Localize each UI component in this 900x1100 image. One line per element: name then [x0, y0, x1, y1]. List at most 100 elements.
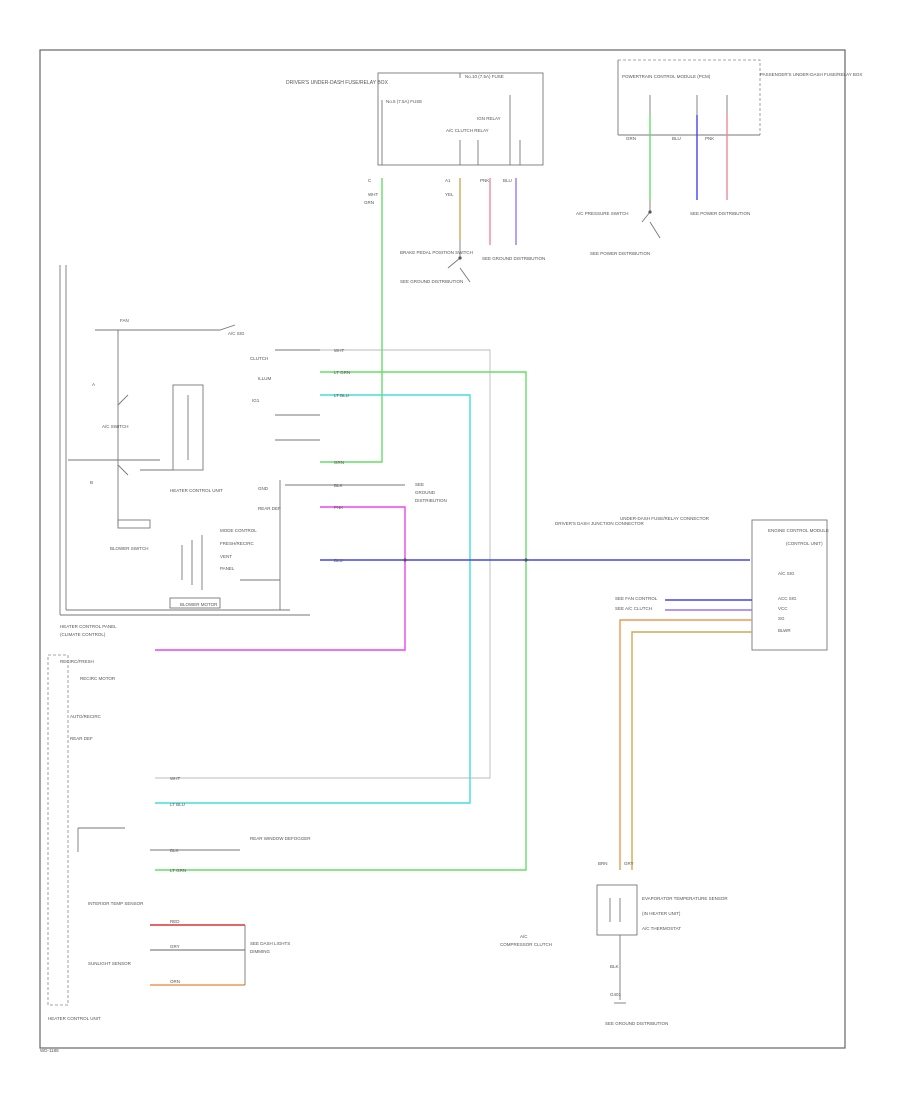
label-b: B: [90, 480, 93, 485]
relay-sub-label: IGN RELAY: [477, 116, 501, 121]
ac-pressure-see-label: SEE POWER DISTRIBUTION: [590, 251, 650, 256]
dash-lights-label: SEE DASH LIGHTS: [250, 941, 290, 946]
brake-switch-label: BRAKE PEDAL POSITION SWITCH: [400, 250, 473, 255]
rear-def-label: REAR DEF: [70, 736, 93, 741]
top-right-ref: SEE POWER DISTRIBUTION: [690, 211, 750, 216]
lower-left-group: RECIRC/FRESH RECIRC MOTOR AUTO/RECIRC RE…: [47, 654, 311, 1021]
fuse-relay-box-label: DRIVER'S UNDER-DASH FUSE/RELAY BOX: [286, 80, 389, 86]
wire-blu-a: BLU: [334, 558, 343, 563]
pin-illum: ILLUM: [258, 376, 272, 381]
wire-cyan-main: [155, 394, 471, 804]
panel-label: PANEL: [220, 566, 235, 571]
ref-ac-clutch: SEE A/C CLUTCH: [615, 606, 652, 611]
wire-blk-a: BLK: [334, 483, 343, 488]
wire-brn-label: BRN: [598, 861, 608, 866]
pcm-label: POWERTRAIN CONTROL MODULE (PCM): [622, 74, 711, 79]
fresh-label: FRESH/RECIRC: [220, 541, 255, 546]
evap-sensor-sub: (IN HEATER UNIT): [642, 911, 681, 916]
wire-green-main: [155, 371, 527, 871]
top-center-group: DRIVER'S UNDER-DASH FUSE/RELAY BOX No.5 …: [286, 72, 545, 284]
wire-pnk-a: PNK: [334, 505, 343, 510]
ecm-pin-4: SG: [778, 616, 785, 621]
ac-switch-label: A/C SWITCH: [102, 424, 129, 429]
mid-see-bot: DISTRIBUTION: [415, 498, 447, 503]
jc2-label: UNDER-DASH FUSE/RELAY CONNECTOR: [620, 516, 710, 521]
wire-gry-lower-label: GRY: [170, 944, 180, 949]
fuse-relay-box: [377, 72, 544, 166]
lower-left-header: HEATER CONTROL UNIT: [48, 1016, 101, 1021]
left-ac-sig: A/C SIG: [228, 331, 245, 336]
ecm-pin-1: A/C SIG: [778, 571, 795, 576]
pin-a1-label: A1: [445, 178, 451, 183]
ecm-sub-label: (CONTROL UNIT): [786, 541, 823, 546]
ecm-pin-5: BLWR: [778, 628, 791, 633]
left-top-label: FAN: [120, 318, 129, 323]
ac-pressure-switch-label: A/C PRESSURE SWITCH: [576, 211, 629, 216]
ac-caption: A/C: [520, 934, 528, 939]
ac-caption-2: COMPRESSOR CLUTCH: [500, 942, 552, 947]
jc1-label: DRIVER'S DASH JUNCTION CONNECTOR: [555, 521, 645, 526]
lower-left-frame: [47, 654, 69, 1006]
wire-yel-top: YEL: [445, 192, 454, 197]
wire-green-from-top: [320, 178, 383, 463]
mode-label: MODE CONTROL: [220, 528, 257, 533]
top-center-ref-a: SEE GROUND DISTRIBUTION: [482, 256, 545, 261]
ecm-box: [751, 519, 828, 651]
wire-blu-top: BLU: [503, 178, 512, 183]
left-unit-group: FAN A/C SIG A A/C SWITCH B HEATER CONTRO…: [59, 265, 310, 637]
vent-label: VENT: [220, 554, 232, 559]
wire-ltgrn-lower: LT GRN: [170, 868, 186, 873]
wire-blu-tr: BLU: [672, 136, 681, 141]
wire-gry-label: GRY: [624, 861, 634, 866]
ac-thermostat-label: A/C THERMOSTAT: [642, 926, 681, 931]
rear-defogger-label: REAR WINDOW DEFOGGER: [250, 836, 311, 841]
fuse-right-label: No.10 (7.5A) FUSE: [465, 74, 504, 79]
wire-wht-a: WHT: [334, 348, 344, 353]
wire-ltblu-a: LT BLU: [334, 393, 349, 398]
wire-orn-lower-label: ORN: [170, 979, 180, 984]
colored-wires: WHT LT GRN LT BLU GRN BLK SEE GROUND DIS…: [155, 178, 750, 871]
sunlight-sensor-label: SUNLIGHT SENSOR: [88, 961, 132, 966]
pin-closed: CLUTCH: [250, 356, 268, 361]
interior-temp-label: INTERIOR TEMP SENSOR: [88, 901, 144, 906]
ecm-pin-3: VCC: [778, 606, 788, 611]
blower-motor-label: BLOWER MOTOR: [180, 602, 218, 607]
wire-wht-lower: WHT: [170, 776, 180, 781]
wire-ltblu-lower: LT BLU: [170, 802, 185, 807]
ecm-label: ENGINE CONTROL MODULE: [768, 528, 829, 533]
lower-right-group: EVAPORATOR TEMPERATURE SENSOR (IN HEATER…: [500, 884, 728, 1026]
wire-grn-b: GRN: [334, 460, 344, 465]
label-a: A: [92, 382, 95, 387]
blower-rect: [117, 519, 151, 529]
recirc-fresh-label: RECIRC/FRESH: [60, 659, 94, 664]
fuse-left-label: No.5 (7.5A) FUSE: [386, 99, 422, 104]
evap-sensor-label: EVAPORATOR TEMPERATURE SENSOR: [642, 896, 728, 901]
page-code: WD-1188: [40, 1048, 59, 1053]
blower-motor-box: [169, 597, 221, 609]
wire-blk-lower: BLK: [170, 848, 179, 853]
wire-tan-main: [631, 631, 752, 870]
pin-gnd: GND: [258, 486, 269, 491]
wire-grn-top: GRN: [364, 200, 374, 205]
brake-see-label: SEE GROUND DISTRIBUTION: [400, 279, 463, 284]
pin-ign: IG1: [252, 398, 260, 403]
lower-right-ref: SEE GROUND DISTRIBUTION: [605, 1021, 668, 1026]
wire-orange-main: [619, 619, 752, 870]
wire-grn-tr: GRN: [626, 136, 636, 141]
top-right-group: POWERTRAIN CONTROL MODULE (PCM) PASSENGE…: [576, 59, 862, 256]
wire-pnk-top: PNK: [480, 178, 489, 183]
wire-pnk-tr: PNK: [705, 136, 714, 141]
evap-sensor-box: [596, 884, 638, 936]
pin-c-label: C: [368, 178, 372, 183]
blk-lower-right: BLK: [610, 964, 619, 969]
left-connectors: CLUTCH ILLUM IG1 GND REAR DEF: [250, 349, 320, 511]
wire-ltgrn-a: LT GRN: [334, 370, 350, 375]
diagram-frame: [39, 49, 846, 1049]
recirc-motor-label: RECIRC MOTOR: [80, 676, 116, 681]
pcm-sub-label: PASSENGER'S UNDER-DASH FUSE/RELAY BOX: [760, 72, 862, 77]
heater-control-header: HEATER CONTROL PANEL: [60, 624, 117, 629]
mid-see-mid: GROUND: [415, 490, 436, 495]
g401-label: G401: [610, 992, 622, 997]
auto-recirc-label: AUTO/RECIRC: [70, 714, 102, 719]
center-right-group: DRIVER'S DASH JUNCTION CONNECTOR UNDER-D…: [555, 516, 829, 870]
